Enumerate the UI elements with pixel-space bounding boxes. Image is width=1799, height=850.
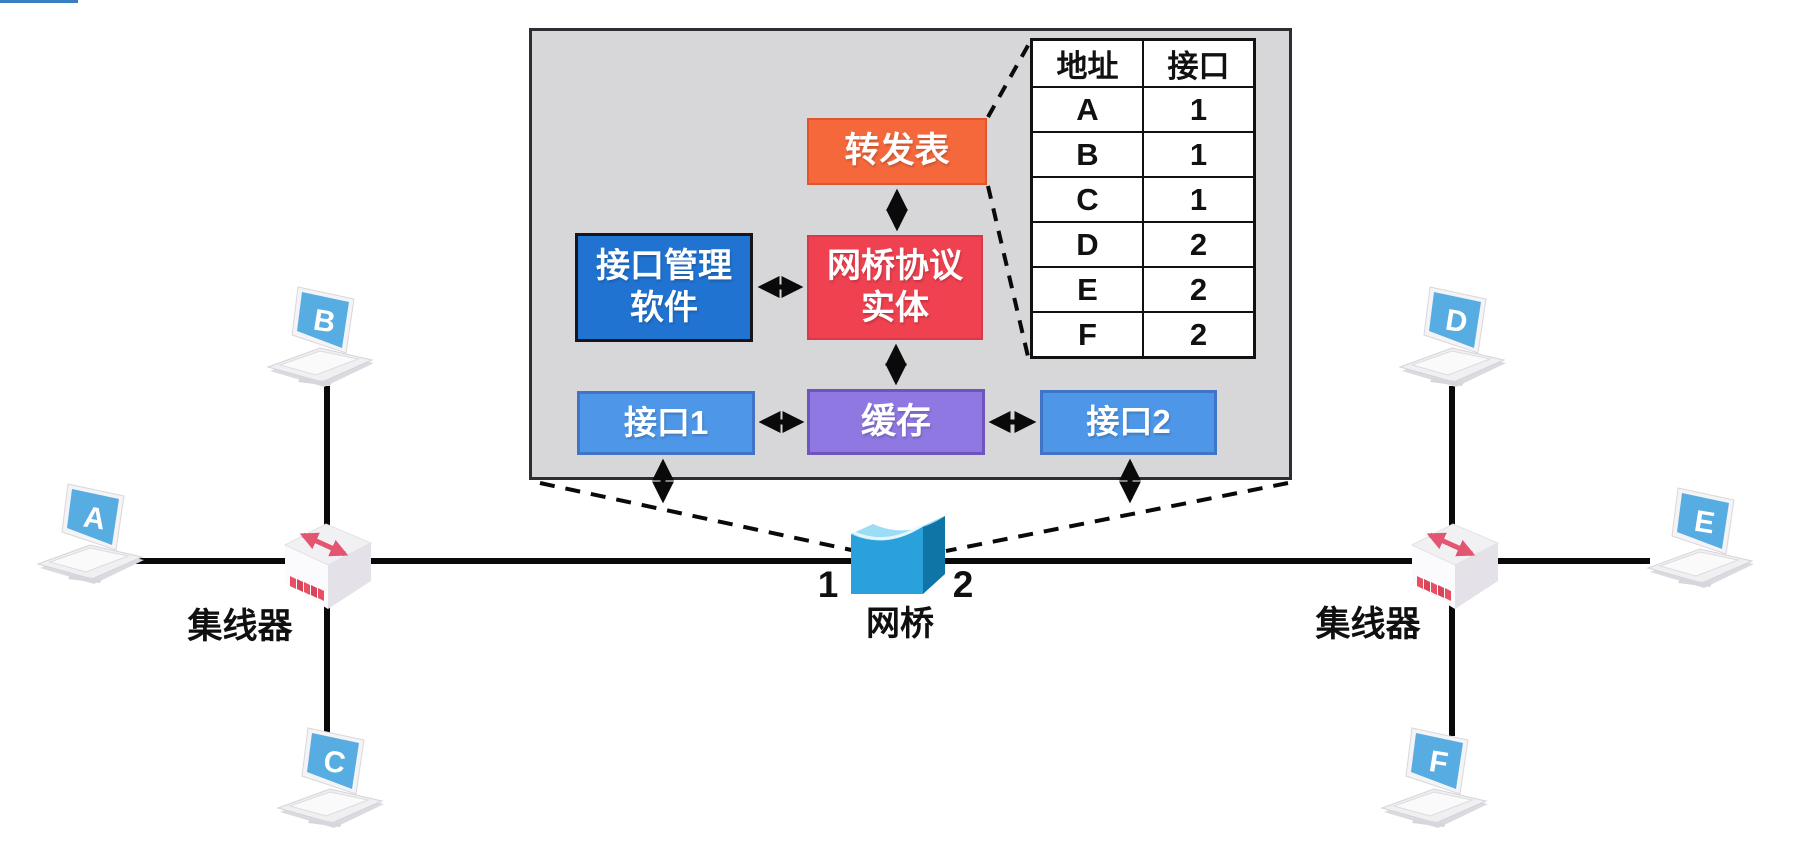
laptop-label: B — [311, 304, 338, 340]
cell-address: A — [1030, 86, 1144, 133]
laptop-label: E — [1692, 505, 1717, 541]
forwarding-table: 地址 接口 A 1 B 1 C 1 D 2 E 2 F 2 — [1030, 38, 1256, 359]
laptop-d-icon: D — [1398, 286, 1506, 387]
table-row: D 2 — [1030, 221, 1256, 268]
cell-port: 1 — [1142, 176, 1256, 223]
bridge-label: 网桥 — [866, 605, 934, 643]
table-header-port: 接口 — [1142, 38, 1256, 88]
cell-port: 1 — [1142, 131, 1256, 178]
cell-port: 2 — [1142, 221, 1256, 268]
forwarding-table-box-label: 转发表 — [844, 131, 950, 171]
table-row: F 2 — [1030, 311, 1256, 359]
cell-address: E — [1030, 266, 1144, 313]
cell-address: F — [1030, 311, 1144, 359]
laptop-label: D — [1443, 304, 1470, 340]
panel-to-bridge-dashed-left — [539, 481, 857, 553]
protocol-entity-line1: 网桥协议 — [827, 247, 963, 286]
buffer-box-label: 缓存 — [860, 401, 931, 441]
interface-mgmt-line2: 软件 — [630, 288, 698, 327]
port1-box: 接口1 — [577, 391, 755, 455]
port2-box: 接口2 — [1040, 390, 1217, 455]
protocol-entity-line2: 实体 — [861, 288, 929, 327]
forwarding-table-box: 转发表 — [807, 118, 987, 185]
cell-address: D — [1030, 221, 1144, 268]
cell-address: B — [1030, 131, 1144, 178]
panel-to-bridge-dashed-right — [945, 481, 1289, 553]
cell-port: 2 — [1142, 266, 1256, 313]
cell-address: C — [1030, 176, 1144, 223]
port2-box-label: 接口2 — [1086, 403, 1171, 441]
cell-port: 2 — [1142, 311, 1256, 359]
interface-management-box: 接口管理 软件 — [575, 233, 753, 342]
laptop-label: A — [81, 501, 108, 537]
table-row: A 1 — [1030, 86, 1256, 133]
bridge-port2-label: 2 — [952, 564, 974, 605]
port1-box-label: 接口1 — [623, 403, 709, 441]
top-left-blue-bar — [0, 0, 78, 3]
laptop-b-icon: B — [266, 286, 374, 387]
hub-left-label: 集线器 — [187, 607, 293, 646]
bridge-icon — [851, 516, 945, 594]
laptop-f-icon: F — [1380, 727, 1488, 828]
laptop-label: C — [321, 745, 348, 781]
buffer-box: 缓存 — [807, 389, 985, 455]
bridge-port1-label: 1 — [817, 564, 839, 605]
hub-arrow-icon — [1426, 532, 1476, 557]
hub-right-label: 集线器 — [1315, 605, 1421, 644]
laptop-c-icon: C — [276, 727, 384, 828]
table-row: E 2 — [1030, 266, 1256, 313]
laptop-label: F — [1427, 745, 1450, 780]
hub-arrow-icon — [299, 532, 349, 557]
table-row: B 1 — [1030, 131, 1256, 178]
table-header-address: 地址 — [1030, 38, 1144, 88]
laptop-e-icon: E — [1646, 487, 1754, 588]
interface-mgmt-line1: 接口管理 — [596, 247, 732, 286]
bridge-protocol-entity-box: 网桥协议 实体 — [807, 235, 983, 340]
table-row: C 1 — [1030, 176, 1256, 223]
table-header-row: 地址 接口 — [1030, 38, 1256, 88]
cell-port: 1 — [1142, 86, 1256, 133]
laptop-a-icon: A — [36, 483, 144, 584]
